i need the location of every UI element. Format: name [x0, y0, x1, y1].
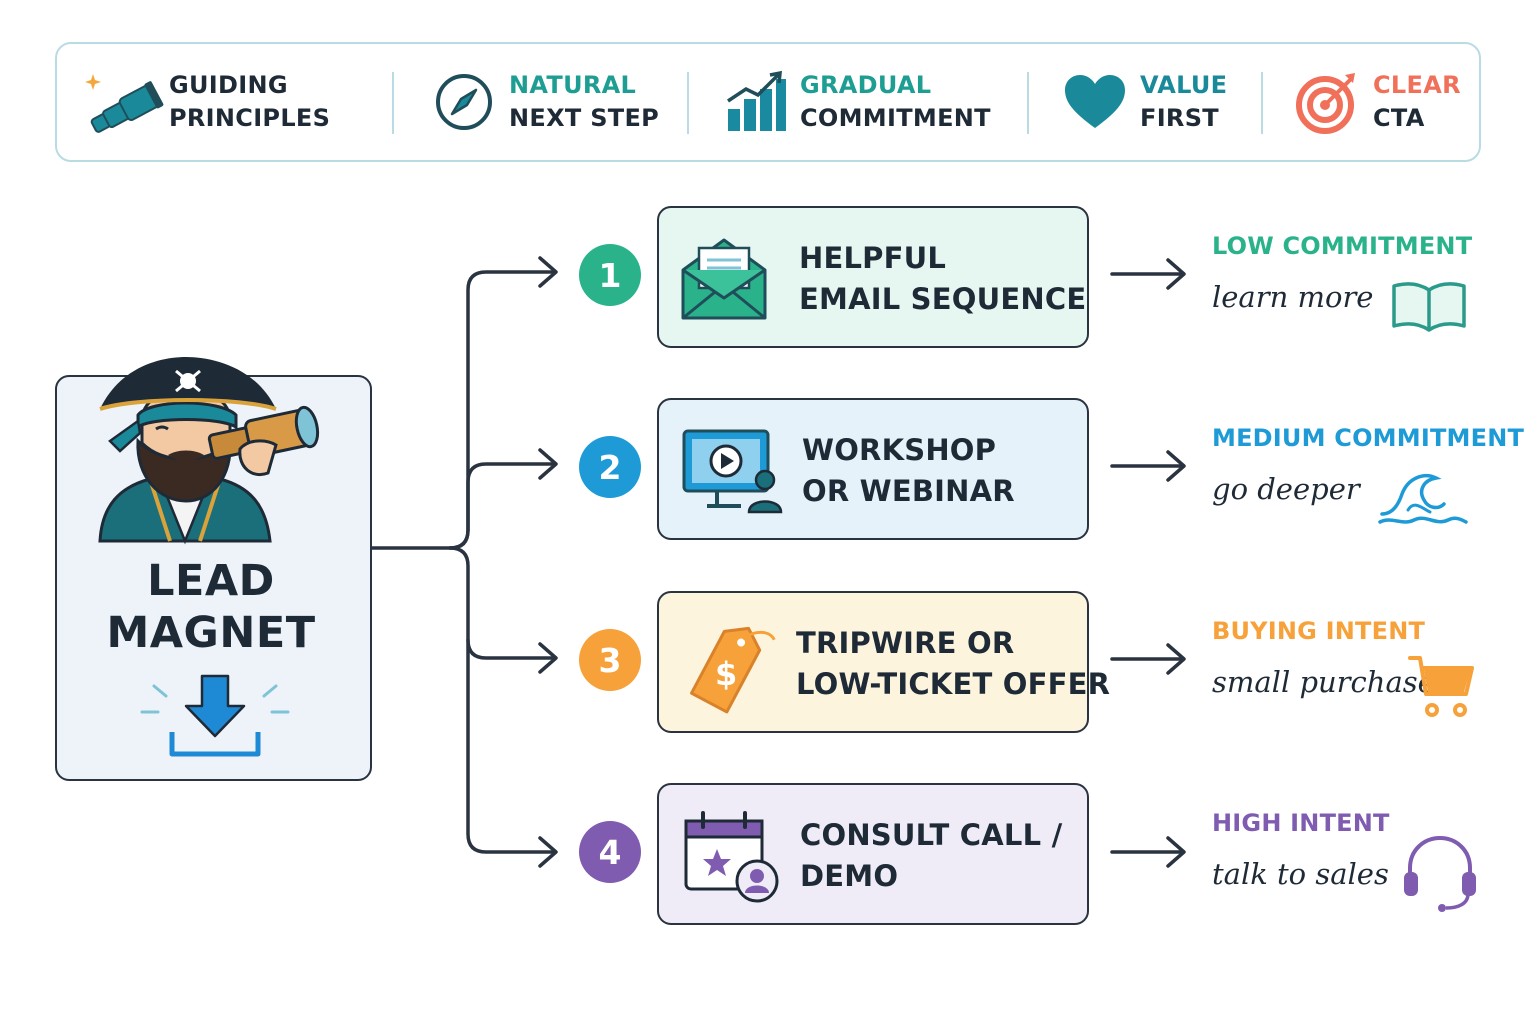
principle-header-line-1: GUIDING: [169, 71, 288, 99]
step-number-badge: 4: [579, 821, 641, 883]
principles-bar: GUIDING PRINCIPLES NATURAL NEXT STEP: [55, 42, 1481, 162]
step-title-line-1: WORKSHOP: [802, 433, 997, 467]
principle-gradual-commitment: GRADUAL COMMITMENT: [710, 44, 991, 160]
outcome-label-high-intent: HIGH INTENT: [1212, 809, 1390, 837]
divider: [392, 72, 394, 134]
step-card-tripwire: $ TRIPWIRE OR LOW-TICKET OFFER: [657, 591, 1110, 733]
bar-chart-icon: [710, 67, 800, 137]
divider: [1027, 72, 1029, 134]
outcome-note: small purchase: [1212, 665, 1435, 699]
spyglass-icon: [79, 67, 169, 137]
step-card-webinar: WORKSHOP OR WEBINAR: [657, 398, 1089, 540]
step-number-badge: 2: [579, 436, 641, 498]
target-icon: [1283, 67, 1373, 137]
outcome-label-buying-intent: BUYING INTENT: [1212, 617, 1426, 645]
download-icon: [140, 674, 290, 757]
step-number: 4: [598, 832, 622, 872]
principle-value-first: VALUE FIRST: [1050, 44, 1227, 160]
step-title-line-2: EMAIL SEQUENCE: [799, 282, 1087, 316]
step-number: 2: [598, 447, 622, 487]
calendar-icon: [684, 811, 779, 903]
step-title-line-1: HELPFUL: [799, 241, 947, 275]
heart-icon: [1050, 67, 1140, 137]
lead-magnet-title: LEAD MAGNET: [55, 555, 367, 659]
step-title-line-1: CONSULT CALL /: [800, 818, 1063, 852]
lead-magnet-title-line-2: MAGNET: [106, 608, 316, 658]
principle-natural-next-step: NATURAL NEXT STEP: [419, 44, 659, 160]
compass-icon: [419, 67, 509, 137]
principle-clear-cta: CLEAR CTA: [1283, 44, 1461, 160]
step-number-badge: 3: [579, 629, 641, 691]
webinar-icon: [682, 429, 783, 514]
pirate-spyglass-icon: [98, 357, 320, 545]
step-title: WORKSHOP OR WEBINAR: [802, 430, 1015, 512]
principle-line-1: GRADUAL: [800, 71, 932, 99]
step-title-line-1: TRIPWIRE OR: [796, 626, 1015, 660]
step-card-email-sequence: HELPFUL EMAIL SEQUENCE: [657, 206, 1089, 348]
step-number-badge: 1: [579, 244, 641, 306]
price-tag-icon: $: [690, 626, 776, 714]
step-card-consult-call: CONSULT CALL / DEMO: [657, 783, 1089, 925]
outcome-label-medium-commitment: MEDIUM COMMITMENT: [1212, 424, 1525, 452]
step-number: 1: [598, 255, 622, 295]
outcome-note: learn more: [1212, 280, 1374, 314]
step-title: TRIPWIRE OR LOW-TICKET OFFER: [796, 623, 1110, 705]
principle-line-1: VALUE: [1140, 71, 1228, 99]
email-icon: [681, 238, 767, 320]
wave-icon: [1378, 473, 1468, 524]
outcome-label-low-commitment: LOW COMMITMENT: [1212, 232, 1473, 260]
headset-icon: [1404, 835, 1476, 912]
principle-line-2: NEXT STEP: [509, 104, 660, 132]
principle-line-2: CTA: [1373, 104, 1425, 132]
principle-line-1: NATURAL: [509, 71, 637, 99]
step-title: CONSULT CALL / DEMO: [800, 815, 1062, 897]
principle-header: GUIDING PRINCIPLES: [79, 44, 330, 160]
lead-magnet-title-line-1: LEAD: [147, 556, 275, 606]
step-title: HELPFUL EMAIL SEQUENCE: [799, 238, 1086, 320]
step-title-line-2: OR WEBINAR: [802, 474, 1015, 508]
outcome-note: talk to sales: [1212, 857, 1389, 891]
step-title-line-2: LOW-TICKET OFFER: [796, 667, 1111, 701]
book-icon: [1392, 282, 1466, 332]
principle-line-1: CLEAR: [1373, 71, 1461, 99]
cart-icon: [1408, 656, 1474, 717]
step-title-line-2: DEMO: [800, 859, 899, 893]
step-number: 3: [598, 640, 622, 680]
principle-line-2: FIRST: [1140, 104, 1219, 132]
svg-text:$: $: [715, 655, 737, 693]
principle-line-2: COMMITMENT: [800, 104, 991, 132]
outcome-note: go deeper: [1212, 472, 1360, 506]
principle-header-line-2: PRINCIPLES: [169, 104, 331, 132]
divider: [1261, 72, 1263, 134]
divider: [687, 72, 689, 134]
